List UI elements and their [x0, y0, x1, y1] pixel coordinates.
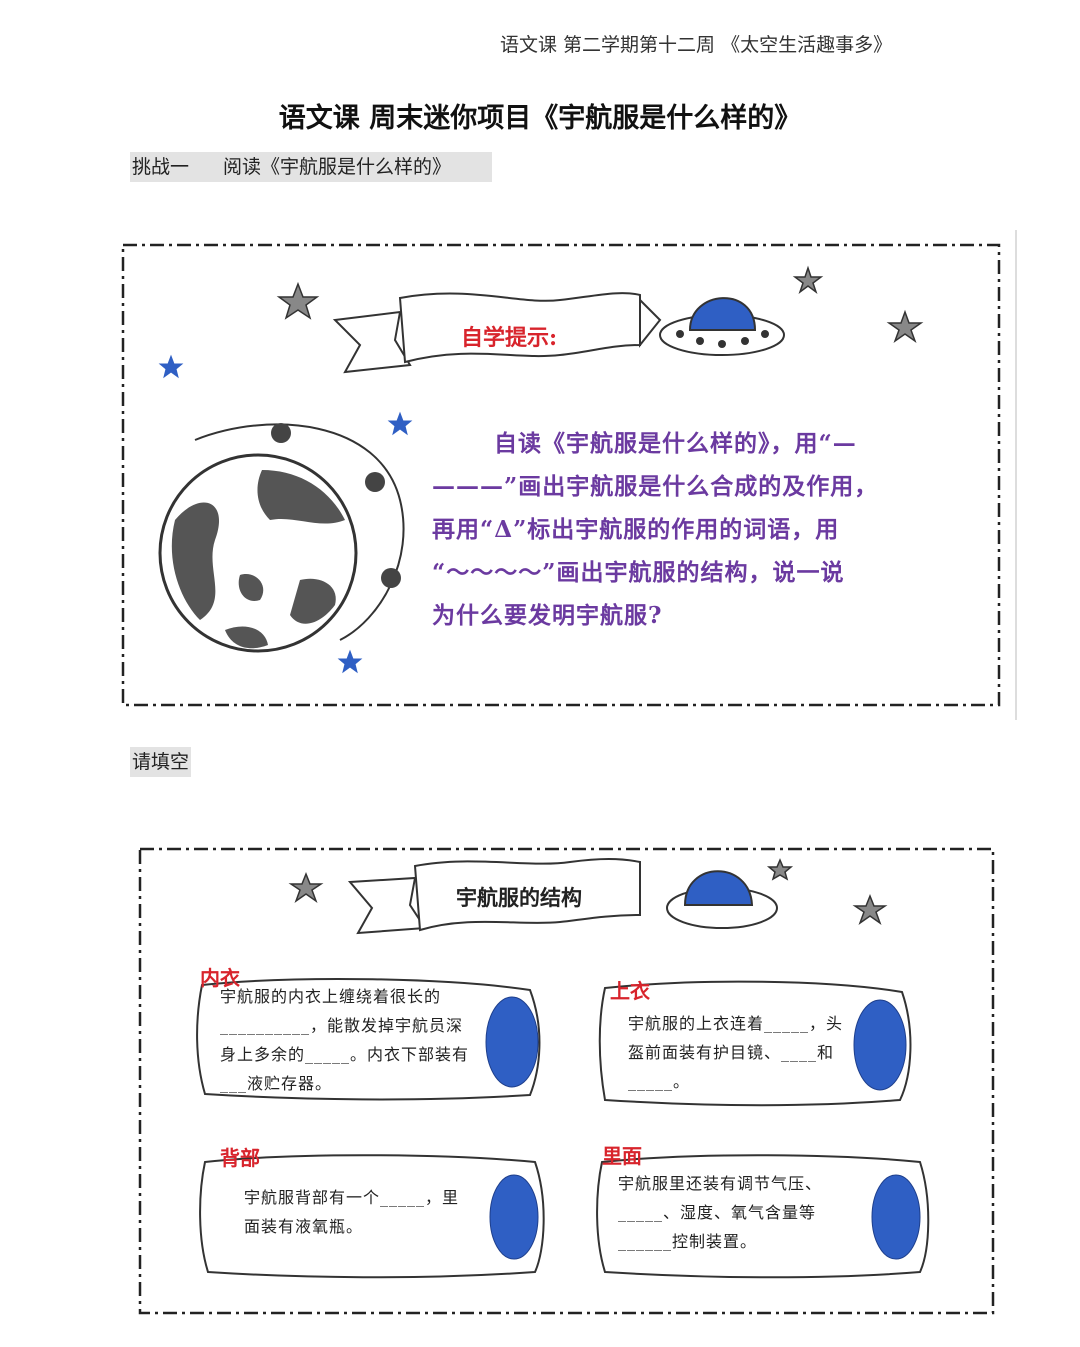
card-title-inner: 内衣: [200, 966, 240, 990]
study-panel-border: [121, 243, 1001, 707]
blue-star-icon: [158, 354, 413, 674]
ufo-icon: [666, 870, 778, 929]
star-icon: [288, 858, 888, 925]
fill-blank-label: 请填空: [130, 747, 192, 777]
course-header: 语文课 第二学期第十二周 《太空生活趣事多》: [500, 34, 893, 56]
card-line: 宇航服的上衣连着_____，头: [628, 1014, 844, 1033]
card-line: 宇航服背部有一个_____，里: [244, 1188, 460, 1207]
study-banner-label: 自学提示:: [461, 325, 558, 351]
card-title-back: 背部: [220, 1146, 260, 1170]
ufo-icon: [659, 297, 785, 356]
card-line: __________，能散发掉宇航员深: [220, 1016, 464, 1035]
card-line: 身上多余的_____。内衣下部装有: [220, 1045, 470, 1064]
card-line: ______控制装置。: [618, 1232, 758, 1251]
prompt-line-3: 再用“Δ”标出宇航服的作用的词语，用: [432, 516, 840, 543]
card-back-frame: [199, 1154, 545, 1279]
card-title-inside: 里面: [602, 1144, 642, 1168]
card-line: 宇航服的内衣上缠绕着很长的: [220, 987, 442, 1006]
prompt-line-2: ———”画出宇航服是什么合成的及作用，: [432, 473, 879, 500]
structure-banner-label: 宇航服的结构: [456, 885, 582, 910]
card-text-upper: 宇航服的上衣连着_____，头 盔前面装有护目镜、____和 _____。: [628, 1009, 843, 1096]
card-upper-frame: [598, 980, 912, 1107]
structure-banner-ribbon: [347, 858, 641, 935]
card-text-inside: 宇航服里还装有调节气压、 _____、湿度、氧气含量等 ______控制装置。: [618, 1169, 822, 1256]
structure-panel-border: [138, 847, 995, 1315]
card-line: _____、湿度、氧气含量等: [618, 1203, 817, 1222]
challenge-heading: 挑战一 阅读《宇航服是什么样的》: [130, 152, 492, 182]
card-line: _____。: [628, 1072, 691, 1091]
card-title-upper: 上衣: [610, 979, 650, 1003]
card-line: ___液贮存器。: [220, 1074, 333, 1093]
challenge-task: 阅读《宇航服是什么样的》: [223, 156, 452, 178]
planet-icon: [158, 423, 405, 653]
card-inside-frame: [596, 1154, 930, 1279]
study-banner-ribbon: [332, 292, 662, 374]
prompt-line-5: 为什么要发明宇航服?: [432, 602, 663, 629]
card-inner-frame: [196, 977, 541, 1101]
card-text-back: 宇航服背部有一个_____，里 面装有液氧瓶。: [244, 1183, 459, 1241]
prompt-line-1: 自读《宇航服是什么样的》，用“—: [494, 430, 857, 457]
blue-blob-icon: [485, 996, 921, 1260]
challenge-label: 挑战一: [132, 156, 190, 178]
card-text-inner: 宇航服的内衣上缠绕着很长的 __________，能散发掉宇航员深 身上多余的_…: [220, 982, 469, 1098]
star-icon: [276, 265, 924, 343]
card-line: 宇航服里还装有调节气压、: [618, 1174, 823, 1193]
document-title: 语文课 周末迷你项目《宇航服是什么样的》: [278, 103, 802, 134]
prompt-line-4: “～～～～”画出宇航服的结构，说一说: [432, 559, 845, 586]
card-line: 面装有液氧瓶。: [244, 1217, 364, 1236]
card-frames: [196, 977, 930, 1279]
card-line: 盔前面装有护目镜、____和: [628, 1043, 835, 1062]
